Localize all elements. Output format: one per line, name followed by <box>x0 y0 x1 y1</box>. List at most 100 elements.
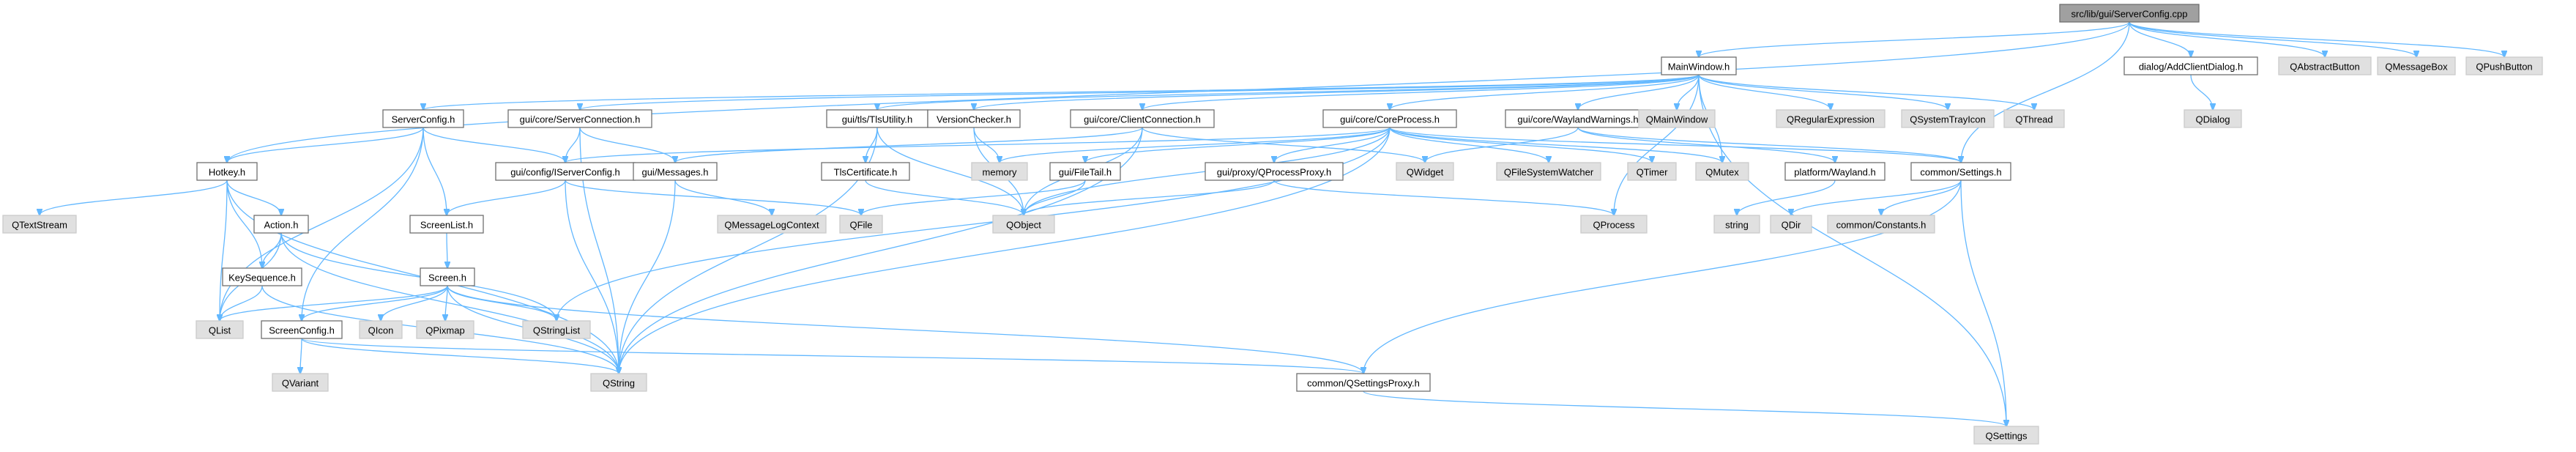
edge-commonsettings-to-commonconst <box>1881 179 1962 215</box>
node-label: QRegularExpression <box>1787 114 1875 125</box>
node-label: gui/core/ClientConnection.h <box>1084 114 1201 125</box>
node-root[interactable]: src/lib/gui/ServerConfig.cpp <box>2059 4 2200 23</box>
node-qstringlist[interactable]: QStringList <box>522 320 591 339</box>
node-label: platform/Wayland.h <box>1794 167 1876 178</box>
node-qsettingsproxy[interactable]: common/QSettingsProxy.h <box>1296 373 1431 392</box>
node-iserverconfig[interactable]: gui/config/IServerConfig.h <box>495 162 636 181</box>
node-screenlist[interactable]: ScreenList.h <box>409 215 484 234</box>
node-label: QMessageLogContext <box>724 220 819 231</box>
edge-root-to-qpushbutton <box>2129 21 2504 57</box>
node-qdir[interactable]: QDir <box>1770 215 1812 234</box>
node-qregexp[interactable]: QRegularExpression <box>1776 109 1886 128</box>
node-box <box>1784 162 1886 181</box>
node-qstring[interactable]: QString <box>590 373 647 392</box>
edge-commonsettings-to-qsettingsproxy <box>1363 179 1962 374</box>
node-screenconfig[interactable]: ScreenConfig.h <box>261 320 343 339</box>
node-memory[interactable]: memory <box>971 162 1028 181</box>
node-box <box>2 215 77 234</box>
node-qprocessproxy[interactable]: gui/proxy/QProcessProxy.h <box>1205 162 1344 181</box>
node-box <box>495 162 636 181</box>
edge-coreprocess-to-memory <box>999 127 1391 163</box>
node-box <box>1770 215 1812 234</box>
node-versionchecker[interactable]: VersionChecker.h <box>927 109 1021 128</box>
node-addclient[interactable]: dialog/AddClientDialog.h <box>2123 56 2258 75</box>
node-qwidget[interactable]: QWidget <box>1396 162 1454 181</box>
node-label: string <box>1725 220 1749 231</box>
edges-layer <box>40 21 2504 426</box>
edge-coreprocess-to-iserverconfig <box>565 127 1391 163</box>
node-label: gui/tls/TlsUtility.h <box>842 114 913 125</box>
node-qabstractbutton[interactable]: QAbstractButton <box>2278 56 2372 75</box>
node-commonsettings[interactable]: common/Settings.h <box>1910 162 2011 181</box>
node-box <box>717 215 827 234</box>
node-qtextstream[interactable]: QTextStream <box>2 215 77 234</box>
node-hotkey[interactable]: Hotkey.h <box>196 162 258 181</box>
node-box <box>1910 162 2011 181</box>
node-label: QVariant <box>282 378 319 389</box>
node-qvariant[interactable]: QVariant <box>272 373 329 392</box>
node-label: dialog/AddClientDialog.h <box>2139 62 2243 73</box>
node-keysequence[interactable]: KeySequence.h <box>222 267 302 286</box>
node-box <box>839 215 883 234</box>
node-qsystray[interactable]: QSystemTrayIcon <box>1901 109 1995 128</box>
node-messages[interactable]: gui/Messages.h <box>633 162 718 181</box>
node-coreprocess[interactable]: gui/core/CoreProcess.h <box>1322 109 1457 128</box>
node-qprocess[interactable]: QProcess <box>1580 215 1648 234</box>
node-box <box>261 320 343 339</box>
node-action[interactable]: Action.h <box>253 215 309 234</box>
node-qfile[interactable]: QFile <box>839 215 883 234</box>
edge-tlsutility-to-qobject <box>876 127 1024 215</box>
edge-serverconfigh-to-screenconfig <box>302 127 424 321</box>
edge-screenconfig-to-qstring <box>301 338 619 374</box>
node-qthread[interactable]: QThread <box>2003 109 2065 128</box>
edge-mainwindow-to-qsettings <box>1698 74 2006 426</box>
node-qmessagebox[interactable]: QMessageBox <box>2377 56 2456 75</box>
node-qfswatcher[interactable]: QFileSystemWatcher <box>1496 162 1601 181</box>
node-commonconst[interactable]: common/Constants.h <box>1827 215 1935 234</box>
node-label: src/lib/gui/ServerConfig.cpp <box>2071 9 2188 20</box>
node-platwayland[interactable]: platform/Wayland.h <box>1784 162 1886 181</box>
edge-tlscert-to-qobject <box>865 179 1024 215</box>
node-qmutex[interactable]: QMutex <box>1695 162 1749 181</box>
node-box <box>2465 56 2543 75</box>
edge-addclient-to-qdialog <box>2190 74 2213 110</box>
node-tlsutility[interactable]: gui/tls/TlsUtility.h <box>826 109 928 128</box>
node-box <box>196 162 258 181</box>
node-qicon[interactable]: QIcon <box>359 320 403 339</box>
node-qtimer[interactable]: QTimer <box>1627 162 1677 181</box>
node-qobject[interactable]: QObject <box>992 215 1055 234</box>
node-qlist[interactable]: QList <box>196 320 244 339</box>
edge-clientconn-to-qwidget <box>1142 127 1425 163</box>
node-box <box>927 109 1021 128</box>
node-tlscert[interactable]: TlsCertificate.h <box>821 162 910 181</box>
node-qdialog[interactable]: QDialog <box>2184 109 2242 128</box>
edge-mainwindow-to-coreprocess <box>1390 74 1700 110</box>
node-serverconfigh[interactable]: ServerConfig.h <box>382 109 464 128</box>
node-box <box>1901 109 1995 128</box>
node-clientconn[interactable]: gui/core/ClientConnection.h <box>1070 109 1215 128</box>
edge-screen-to-qstringlist <box>447 285 556 321</box>
node-label: QPixmap <box>425 325 464 336</box>
node-qpushbutton[interactable]: QPushButton <box>2465 56 2543 75</box>
node-label: common/Constants.h <box>1836 220 1927 231</box>
node-mainwindow[interactable]: MainWindow.h <box>1661 56 1737 75</box>
edge-coreprocess-to-qstringlist <box>556 127 1391 321</box>
node-string[interactable]: string <box>1713 215 1760 234</box>
node-box <box>2184 109 2242 128</box>
node-qmsglogctx[interactable]: QMessageLogContext <box>717 215 827 234</box>
node-qpixmap[interactable]: QPixmap <box>416 320 474 339</box>
node-label: QTextStream <box>12 220 67 231</box>
node-coreserverconn[interactable]: gui/core/ServerConnection.h <box>507 109 652 128</box>
node-label: QList <box>209 325 231 336</box>
node-qmainwindow[interactable]: QMainWindow <box>1638 109 1716 128</box>
node-qsettings[interactable]: QSettings <box>1973 426 2039 445</box>
node-label: QPushButton <box>2476 62 2532 73</box>
edge-iserverconfig-to-qfile <box>565 179 861 215</box>
edge-mainwindow-to-waylandwarn <box>1578 74 1700 110</box>
edge-qsettingsproxy-to-qsettings <box>1363 390 2006 426</box>
edge-serverconfigh-to-iserverconfig <box>422 127 565 163</box>
node-filetail[interactable]: gui/FileTail.h <box>1049 162 1121 181</box>
node-waylandwarn[interactable]: gui/core/WaylandWarnings.h <box>1505 109 1651 128</box>
edge-qprocessproxy-to-qobject <box>1024 179 1275 215</box>
node-screen[interactable]: Screen.h <box>420 267 475 286</box>
